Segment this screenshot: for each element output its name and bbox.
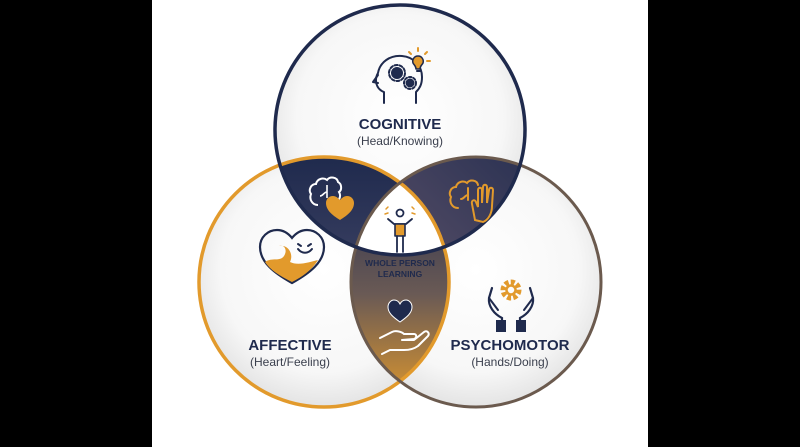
smiling-heart-icon — [258, 228, 326, 285]
head-gears-lightbulb-icon — [372, 47, 431, 104]
person-raised-arms-icon — [384, 206, 416, 253]
diagram-panel: WHOLE PERSON LEARNING COGNITIVE (Head/Kn… — [152, 0, 648, 447]
venn-diagram: WHOLE PERSON LEARNING COGNITIVE (Head/Kn… — [197, 3, 603, 409]
psychomotor-title: PSYCHOMOTOR — [451, 337, 570, 354]
center-region — [351, 157, 449, 255]
center-title-line1: WHOLE PERSON — [365, 258, 435, 268]
affective-subtitle: (Heart/Feeling) — [250, 355, 330, 369]
cognitive-title: COGNITIVE — [359, 116, 442, 133]
center-title-line2: LEARNING — [378, 269, 423, 279]
brain-heart-icon — [308, 176, 354, 220]
affective-title: AFFECTIVE — [248, 337, 331, 354]
hands-gear-icon — [487, 279, 535, 332]
brain-hand-icon — [448, 179, 495, 224]
cognitive-subtitle: (Head/Knowing) — [357, 134, 443, 148]
psychomotor-subtitle: (Hands/Doing) — [471, 355, 548, 369]
hand-heart-icon — [379, 299, 430, 355]
